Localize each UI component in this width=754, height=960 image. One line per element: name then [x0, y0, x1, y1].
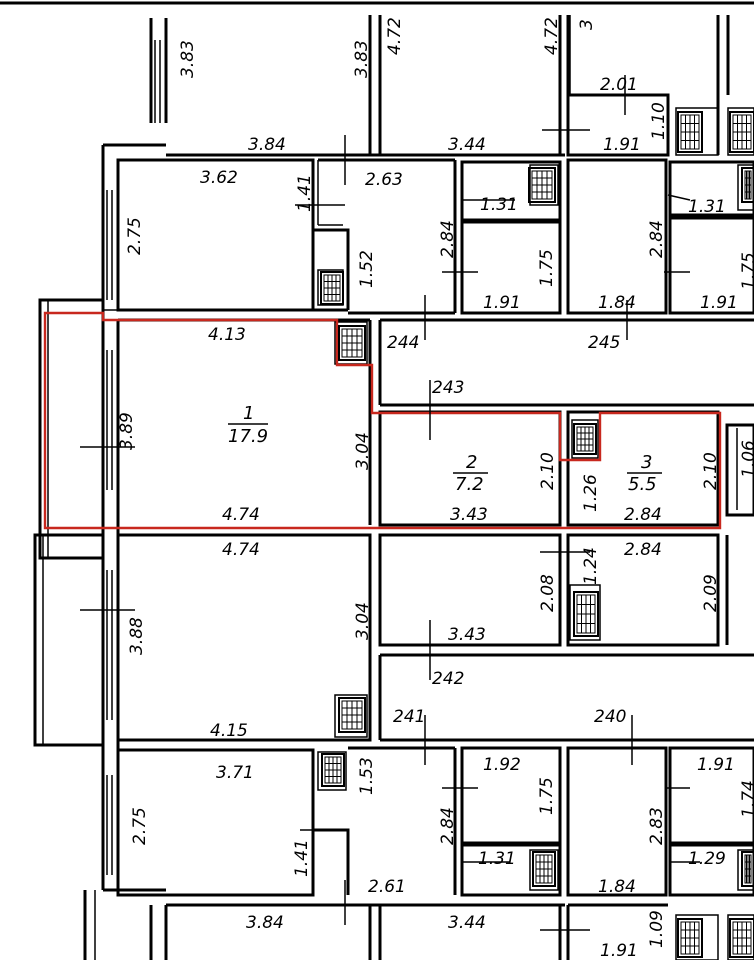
- dim-label: 3.04: [353, 432, 373, 470]
- dim-label: 3.43: [450, 505, 488, 525]
- dim-label: 1.75: [739, 252, 754, 290]
- dim-label: 2.75: [125, 217, 145, 255]
- dim-label: 4.13: [208, 325, 246, 345]
- dim-label: 4.74: [222, 505, 260, 525]
- dim-label: 1.92: [483, 755, 521, 775]
- shaft-grid-icon: [321, 753, 345, 787]
- dim-label: 2.84: [624, 540, 662, 560]
- dim-label: 2.84: [438, 807, 458, 845]
- shaft-grid-icon: [729, 111, 754, 153]
- dim-label: 2.75: [130, 807, 150, 845]
- dim-label: 3.83: [178, 40, 198, 78]
- dim-label: 3.71: [216, 763, 254, 783]
- dim-label: 1.74: [739, 780, 754, 818]
- dim-label: 1.10: [649, 102, 669, 140]
- room-3-area: 5.5: [628, 474, 657, 495]
- dim-label: 245: [588, 333, 620, 353]
- shaft-grid-icon: [573, 591, 599, 637]
- dim-label: 2.84: [438, 220, 458, 258]
- dimension-ticks: [80, 75, 700, 931]
- dim-label: 3.44: [448, 913, 486, 933]
- shaft-grid-icon: [320, 271, 344, 305]
- dim-label: 1.41: [295, 174, 315, 212]
- dimension-labels: 3.83 3.83 4.72 4.72 3 2.01 1.10 1.91 3.8…: [117, 17, 754, 960]
- dim-label: 2.84: [647, 220, 667, 258]
- dim-label: 2.01: [600, 75, 638, 95]
- dim-label: 3.84: [248, 135, 286, 155]
- dim-label: 3.83: [352, 40, 372, 78]
- dim-label: 240: [594, 707, 626, 727]
- room-1-area: 17.9: [228, 426, 268, 447]
- dim-label: 1.84: [598, 877, 636, 897]
- shaft-grid-icon: [677, 111, 703, 153]
- dim-label: 2.08: [538, 574, 558, 612]
- dim-label: 1.52: [357, 250, 377, 288]
- dim-label: 3.04: [353, 602, 373, 640]
- dim-label: 1.75: [537, 249, 557, 287]
- interior-walls: [116, 15, 754, 960]
- dim-label: 4.72: [542, 17, 562, 55]
- dim-label: 243: [432, 378, 464, 398]
- dim-label: 3.89: [117, 412, 137, 450]
- dim-label: 2.10: [538, 452, 558, 490]
- dim-label: 1.53: [357, 757, 377, 795]
- dim-label: 242: [432, 669, 464, 689]
- dim-label: 241: [393, 707, 425, 727]
- dim-label: 1.84: [598, 293, 636, 313]
- dim-label: 2.84: [624, 505, 662, 525]
- dim-label: 1.24: [581, 547, 601, 585]
- dim-label: 2.83: [647, 807, 667, 845]
- shaft-grid-icon: [729, 918, 754, 958]
- dim-label: 1.75: [537, 777, 557, 815]
- dim-label: 1.91: [483, 293, 521, 313]
- dim-label: 3.43: [448, 625, 486, 645]
- shaft-grid-icon: [741, 851, 754, 887]
- dim-label: 4.74: [222, 540, 260, 560]
- dim-label: 2.10: [701, 452, 721, 490]
- dim-label: 2.61: [368, 877, 406, 897]
- dim-label: 4.15: [210, 721, 248, 741]
- selected-apartment-outline: [43, 311, 722, 530]
- dim-label: 4.72: [385, 17, 405, 55]
- dim-label: 1.06: [739, 440, 754, 478]
- dim-label: 3.84: [246, 913, 284, 933]
- dim-label: 1.29: [688, 849, 726, 869]
- dim-label: 2.63: [365, 170, 403, 190]
- dim-label: 3: [577, 19, 597, 30]
- dim-label: 1.91: [697, 755, 735, 775]
- dim-label: 1.31: [688, 197, 726, 217]
- shaft-grid-icon: [677, 918, 703, 958]
- room-2-area: 7.2: [455, 474, 484, 495]
- room-labels: 1 17.9 2 7.2 3 5.5: [228, 403, 662, 495]
- dim-label: 1.41: [292, 839, 312, 877]
- dim-label: 244: [387, 333, 419, 353]
- shaft-grid-icon: [573, 423, 597, 455]
- shaft-grid-icon: [532, 851, 556, 887]
- shaft-grid-icon: [338, 697, 366, 733]
- dim-label: 1.09: [647, 910, 667, 948]
- room-3-number: 3: [641, 452, 652, 473]
- dim-label: 1.31: [480, 195, 518, 215]
- dim-label: 3.44: [448, 135, 486, 155]
- shaft-grid-icon: [741, 167, 754, 203]
- dim-label: 3.88: [127, 617, 147, 655]
- ventilation-shafts: [320, 111, 754, 958]
- shaft-grid-icon: [528, 167, 556, 203]
- dim-label: 1.31: [478, 849, 516, 869]
- room-1-number: 1: [243, 403, 254, 424]
- dim-label: 1.91: [603, 135, 641, 155]
- room-2-number: 2: [466, 452, 477, 473]
- dim-label: 1.91: [700, 293, 738, 313]
- dim-label: 1.91: [600, 941, 638, 960]
- dim-label: 1.26: [581, 474, 601, 512]
- dim-label: 2.09: [701, 574, 721, 612]
- dim-label: 3.62: [200, 168, 238, 188]
- shaft-grid-icon: [338, 325, 366, 361]
